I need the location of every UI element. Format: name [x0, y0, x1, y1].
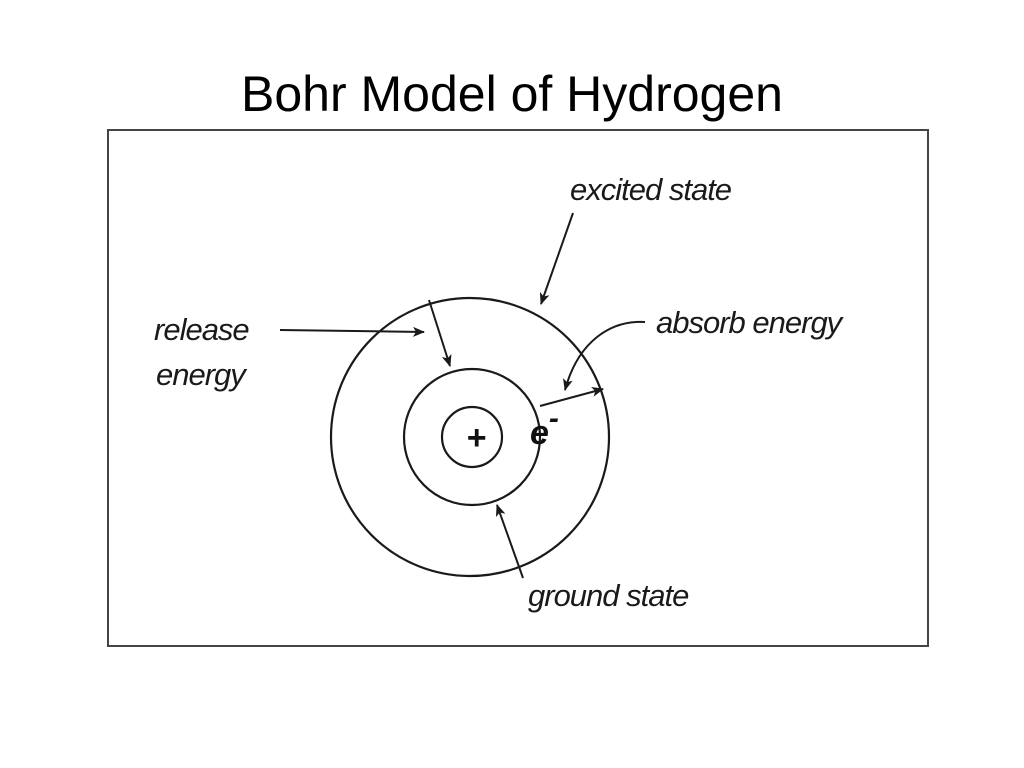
absorb-energy-label: absorb energy: [656, 305, 845, 340]
ground-state-arrow: [495, 504, 524, 579]
absorb-transition-arrow: [539, 387, 604, 407]
excited-state-arrow: [539, 212, 574, 305]
ground-state-label: ground state: [528, 578, 689, 613]
nucleus: [440, 405, 504, 469]
release-energy-pointer-arrow: [279, 326, 425, 337]
slide-title: Bohr Model of Hydrogen: [241, 66, 783, 122]
ground-state-orbit: [402, 367, 542, 507]
excited-state-orbit: [329, 296, 611, 578]
electron-letter: e: [530, 414, 549, 452]
release-energy-label-line2: energy: [156, 357, 248, 392]
electron-symbol: e-: [530, 402, 559, 452]
electron-charge: -: [549, 402, 559, 435]
nucleus-symbol: +: [466, 419, 486, 457]
excited-state-label: excited state: [570, 172, 732, 207]
absorb-energy-pointer-arrow: [563, 320, 646, 391]
release-transition-arrow: [428, 299, 452, 367]
release-energy-label-line1: release: [154, 312, 249, 347]
